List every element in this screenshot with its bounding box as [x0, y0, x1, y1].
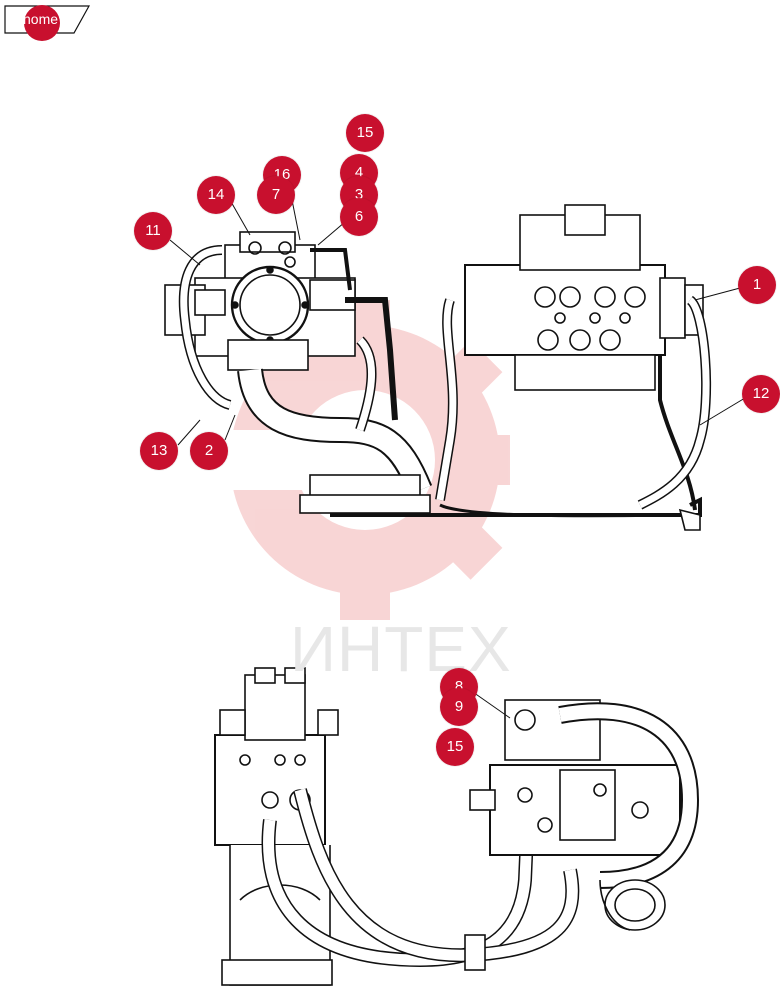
callout-top-1[interactable]: 1 [738, 266, 776, 304]
callout-top-13[interactable]: 13 [140, 432, 178, 470]
home-button-badge [24, 5, 60, 41]
callout-top-2[interactable]: 2 [190, 432, 228, 470]
callout-top-6[interactable]: 6 [340, 198, 378, 236]
callout-top-15[interactable]: 15 [346, 114, 384, 152]
home-button[interactable]: home [4, 5, 90, 41]
callout-top-11[interactable]: 11 [134, 212, 172, 250]
callout-top-12[interactable]: 12 [742, 375, 780, 413]
top-view-assembly [164, 199, 746, 531]
callout-top-7[interactable]: 7 [257, 176, 295, 214]
callout-bottom-15[interactable]: 15 [436, 728, 474, 766]
callout-top-14[interactable]: 14 [197, 176, 235, 214]
callout-bottom-9[interactable]: 9 [440, 688, 478, 726]
home-button-label: home [23, 11, 59, 27]
watermark-text: ИНТЕХ [290, 613, 512, 685]
bottom-view-assembly [214, 667, 700, 986]
